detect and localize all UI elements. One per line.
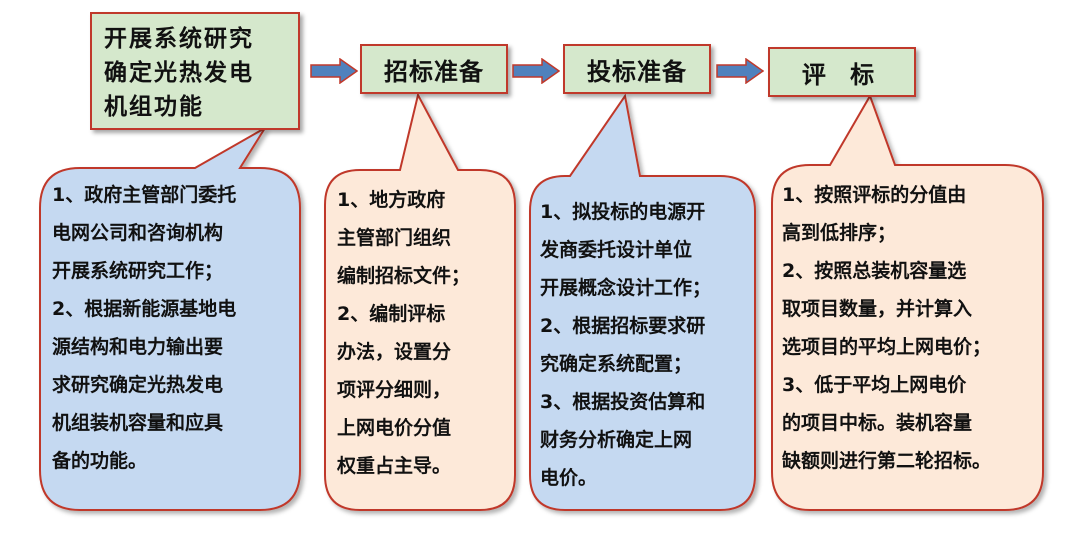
- stage-title: 评 标: [801, 60, 883, 89]
- callout-line: 发商委托设计单位: [540, 239, 693, 261]
- stage-title-line: 机组功能: [104, 94, 204, 120]
- callout-line: 的项目中标。装机容量: [782, 412, 973, 434]
- callout-text-evaluation: 1、按照评标的分值由 高到低排序； 2、按照总装机容量选 取项目数量，并计算入 …: [782, 176, 1040, 480]
- callout-line: 求研究确定光热发电: [52, 374, 224, 396]
- callout-line: 电网公司和咨询机构: [52, 222, 224, 244]
- callout-line: 财务分析确定上网: [540, 429, 693, 451]
- stage-box-tender-preparation: 投标准备: [563, 44, 711, 94]
- callout-line: 开展系统研究工作；: [52, 260, 224, 282]
- callout-line: 3、低于平均上网电价: [782, 374, 967, 396]
- callout-line: 1、地方政府: [337, 189, 446, 211]
- callout-text-system-study: 1、政府主管部门委托 电网公司和咨询机构 开展系统研究工作； 2、根据新能源基地…: [52, 176, 284, 480]
- callout-line: 权重占主导。: [337, 455, 452, 477]
- callout-line: 2、根据招标要求研: [540, 315, 706, 337]
- stage-box-system-study: 开展系统研究 确定光热发电 机组功能: [90, 12, 300, 130]
- callout-line: 选项目的平均上网电价；: [782, 336, 992, 358]
- callout-line: 项评分细则，: [337, 379, 452, 401]
- arrow-right-icon: [310, 58, 358, 84]
- callout-line: 电价。: [540, 467, 598, 489]
- callout-line: 编制招标文件；: [337, 265, 471, 287]
- callout-line: 备的功能。: [52, 450, 148, 472]
- callout-text-bid-preparation: 1、地方政府 主管部门组织 编制招标文件； 2、编制评标 办法，设置分 项评分细…: [337, 181, 507, 485]
- arrow-right-icon: [716, 58, 764, 84]
- callout-line: 1、政府主管部门委托: [52, 184, 237, 206]
- stage-box-evaluation: 评 标: [768, 47, 916, 97]
- callout-bubble-tender-preparation: [529, 93, 756, 511]
- stage-title-line: 确定光热发电: [104, 60, 254, 86]
- callout-bubble-bid-preparation: [324, 92, 516, 511]
- stage-box-bid-preparation: 招标准备: [360, 44, 508, 94]
- callout-line: 办法，设置分: [337, 341, 452, 363]
- callout-line: 2、根据新能源基地电: [52, 298, 237, 320]
- callout-line: 1、拟投标的电源开: [540, 201, 706, 223]
- callout-bubble-evaluation: [771, 93, 1044, 511]
- callout-line: 机组装机容量和应具: [52, 412, 224, 434]
- callout-line: 1、按照评标的分值由: [782, 184, 967, 206]
- callout-bubble-system-study: [39, 127, 301, 511]
- stage-title: 投标准备: [587, 57, 687, 86]
- callout-line: 究确定系统配置；: [540, 353, 693, 375]
- callout-line: 上网电价分值: [337, 417, 452, 439]
- callout-line: 缺额则进行第二轮招标。: [782, 450, 992, 472]
- callout-line: 取项目数量，并计算入: [782, 298, 973, 320]
- stage-title: 招标准备: [384, 57, 484, 86]
- callout-line: 2、按照总装机容量选: [782, 260, 967, 282]
- stage-title-line: 开展系统研究: [104, 26, 254, 52]
- callout-line: 2、编制评标: [337, 303, 446, 325]
- callout-line: 开展概念设计工作；: [540, 277, 712, 299]
- callout-line: 主管部门组织: [337, 227, 452, 249]
- callout-text-tender-preparation: 1、拟投标的电源开 发商委托设计单位 开展概念设计工作； 2、根据招标要求研 究…: [540, 193, 745, 497]
- callout-line: 高到低排序；: [782, 222, 897, 244]
- arrow-right-icon: [512, 58, 560, 84]
- callout-line: 源结构和电力输出要: [52, 336, 224, 358]
- callout-line: 3、根据投资估算和: [540, 391, 706, 413]
